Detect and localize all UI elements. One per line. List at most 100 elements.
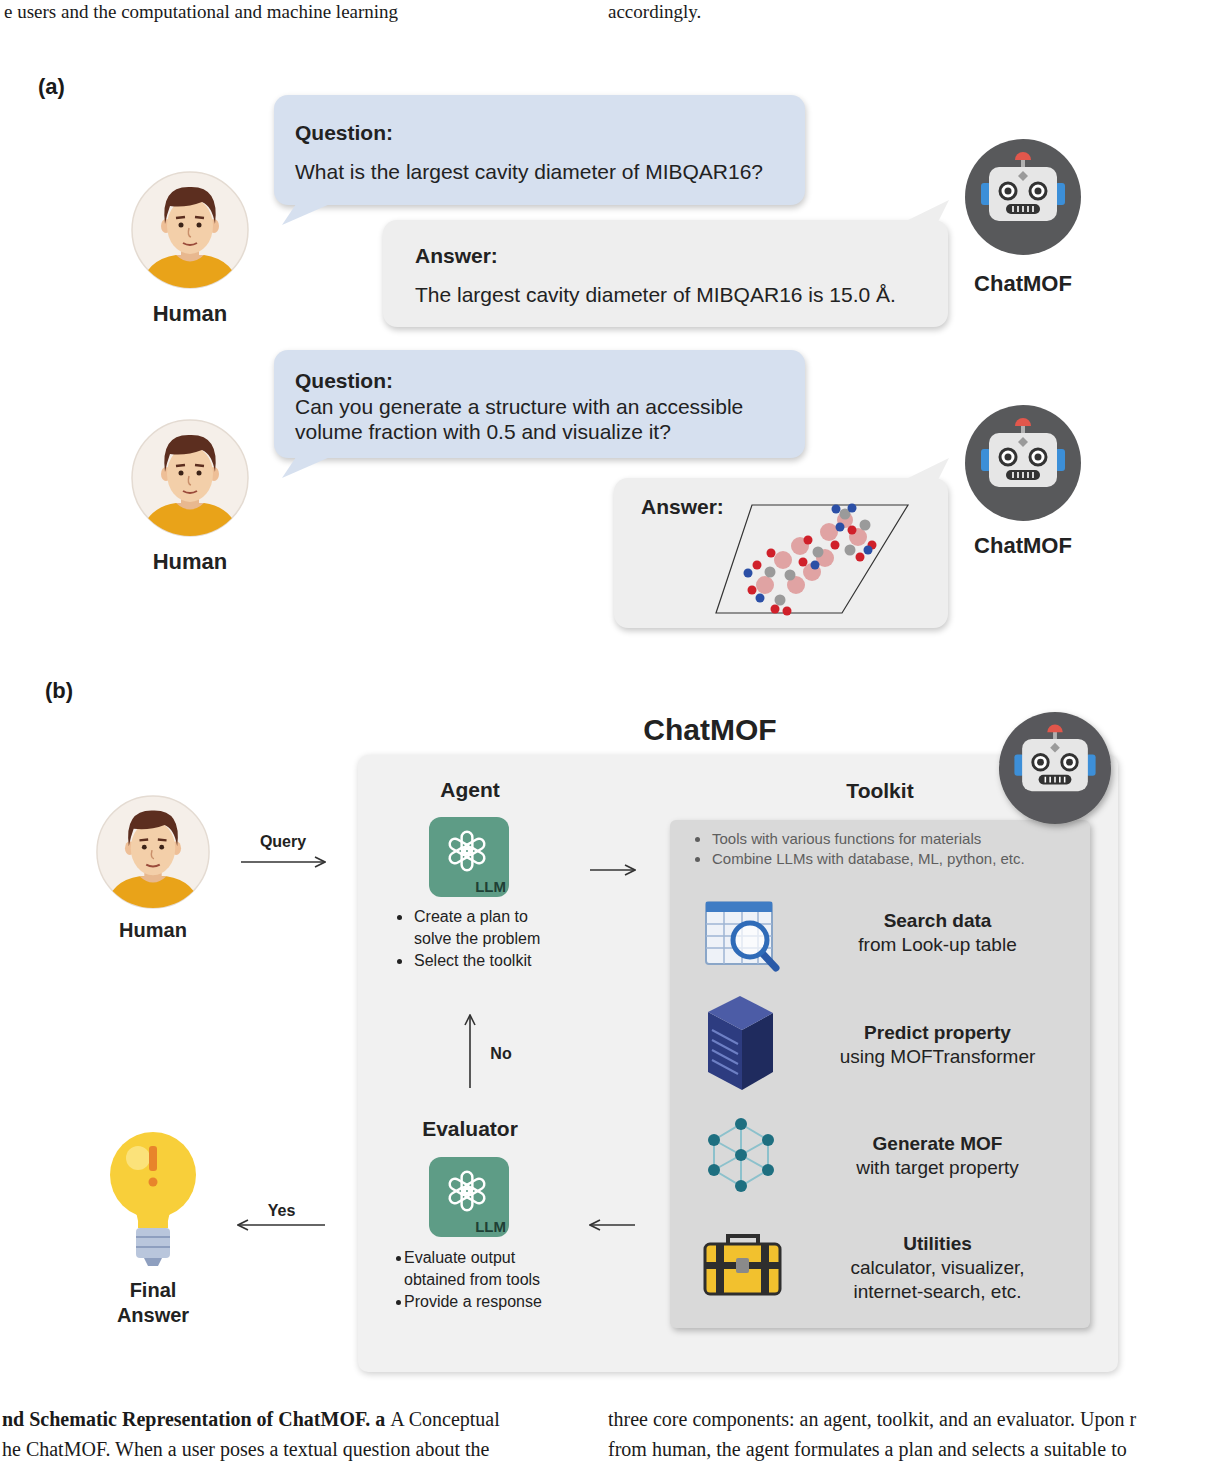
llm-badge: LLM	[429, 1157, 509, 1237]
caption-text: three core components: an agent, toolkit…	[608, 1407, 1136, 1432]
flow-arrow	[590, 869, 635, 871]
atom-group	[756, 512, 867, 594]
toolbox-icon	[705, 1236, 780, 1294]
person-avatar: Human	[90, 794, 216, 944]
node-heading: Toolkit	[668, 778, 1092, 804]
bulb-tip	[144, 1258, 162, 1266]
caption-text: nd Schematic Representation of ChatMOF. …	[2, 1407, 385, 1432]
molecule-atom	[735, 1180, 747, 1192]
label-holder: e users and the computational and machin…	[4, 0, 398, 24]
label-holder: he ChatMOF. When a user poses a textual …	[2, 1437, 489, 1462]
bubble-tail-shape	[904, 458, 949, 480]
evaluator-group: EvaluatorEvaluate output obtained from t…	[380, 1115, 560, 1315]
toolkit-panel: ToolkitTools with various functions for …	[668, 778, 1092, 1330]
human-avatar	[132, 172, 248, 294]
atom	[811, 561, 820, 570]
edge-label-holder: Query	[257, 832, 309, 852]
bubble-tail	[383, 220, 948, 327]
atom	[771, 605, 780, 614]
molecule-bonds	[714, 1124, 768, 1186]
caption-text: A Conceptual	[390, 1407, 499, 1432]
panel-letter: (a)	[38, 73, 65, 101]
node-heading: Evaluator	[380, 1116, 560, 1142]
edge-label: No	[487, 1044, 514, 1064]
label-holder: accordingly.	[608, 0, 701, 24]
molecule-atom	[735, 1118, 747, 1130]
atom	[799, 558, 808, 567]
atom	[860, 520, 871, 531]
label-holder: from human, the agent formulates a plan …	[608, 1437, 1127, 1462]
node-heading: ChatMOF	[955, 270, 1091, 298]
atom	[864, 546, 873, 555]
molecule-atom	[762, 1134, 774, 1146]
label-holder: A Conceptual	[390, 1407, 499, 1432]
node-heading: Agent	[380, 777, 560, 803]
person-avatar: Human	[125, 168, 255, 333]
atom	[816, 549, 834, 567]
person-avatar: Human	[125, 418, 255, 583]
answer-bubble: Answer: The largest cavity diameter of MI…	[383, 220, 948, 327]
llm-badge: LLM	[429, 817, 509, 897]
node-heading: Answer:	[415, 243, 928, 269]
node-heading: Human	[125, 548, 255, 576]
atom	[840, 509, 851, 520]
tool-item: Search datafrom Look-up table	[820, 907, 1055, 963]
tool-item: Utilitiescalculator, visualizer, interne…	[820, 1230, 1055, 1310]
toolbox-strap	[716, 1244, 724, 1294]
answer-bulb: Final Answer	[98, 1128, 208, 1328]
magnifier-handle	[762, 953, 776, 968]
llm-logo-icon	[448, 1172, 487, 1210]
table-grid	[706, 912, 772, 964]
atom	[868, 541, 877, 550]
edge-label-holder: No	[487, 1044, 514, 1064]
node-heading: LLM	[475, 878, 506, 896]
caption-text: from human, the agent formulates a plan …	[608, 1437, 1127, 1462]
exclamation-dot	[149, 1178, 158, 1187]
flow-arrow	[469, 1015, 471, 1088]
label-holder: three core components: an agent, toolkit…	[608, 1407, 1136, 1432]
server-top	[708, 996, 773, 1030]
node-text: The largest cavity diameter of MIBQAR16 …	[415, 282, 928, 308]
node-heading: ChatMOF	[955, 532, 1091, 560]
atom-group	[748, 526, 877, 616]
agent-group: AgentCreate a plan to solve the problemS…	[380, 775, 560, 975]
robot-avatar-icon	[965, 139, 1081, 255]
node-heading: ChatMOF	[358, 712, 1062, 748]
node-heading: Utilities	[820, 1232, 1055, 1256]
mof-structure	[716, 504, 908, 616]
node-heading: Answer:	[641, 494, 928, 520]
node-heading: Human	[90, 917, 216, 943]
node-text: What is the largest cavity diameter of M…	[295, 159, 781, 185]
node-text: using MOFTransformer	[820, 1045, 1055, 1069]
atom	[804, 536, 813, 545]
server-front	[708, 1012, 742, 1090]
bulb-neck	[128, 1200, 178, 1228]
tool-item: Generate MOFwith target property	[820, 1130, 1055, 1186]
bullet-text: Select the toolkit	[380, 950, 560, 972]
caption-text: he ChatMOF. When a user poses a textual …	[2, 1437, 489, 1462]
atom	[813, 547, 824, 558]
human-avatar	[97, 796, 209, 914]
magnifier-lens	[733, 923, 767, 957]
molecule-icon	[708, 1118, 774, 1192]
toolbox-body	[705, 1244, 780, 1294]
bubble-tail-shape	[904, 200, 949, 222]
atom	[848, 526, 857, 535]
atom	[791, 537, 809, 555]
robot-avatar: ChatMOF	[955, 403, 1091, 568]
question-bubble: Question:What is the largest cavity diam…	[274, 95, 805, 205]
toolbox-band	[705, 1262, 780, 1269]
atom	[803, 563, 821, 581]
atom	[783, 607, 792, 616]
atom	[756, 576, 774, 594]
molecule-atom	[762, 1164, 774, 1176]
table-header	[706, 902, 772, 912]
server-side	[742, 1013, 773, 1090]
molecule-atom	[708, 1164, 720, 1176]
atom	[765, 567, 776, 578]
node-text: calculator, visualizer, internet-search,…	[820, 1256, 1055, 1304]
bulb-shine	[126, 1146, 150, 1170]
bulb-glass	[110, 1132, 196, 1218]
exclamation-bar	[149, 1146, 157, 1171]
